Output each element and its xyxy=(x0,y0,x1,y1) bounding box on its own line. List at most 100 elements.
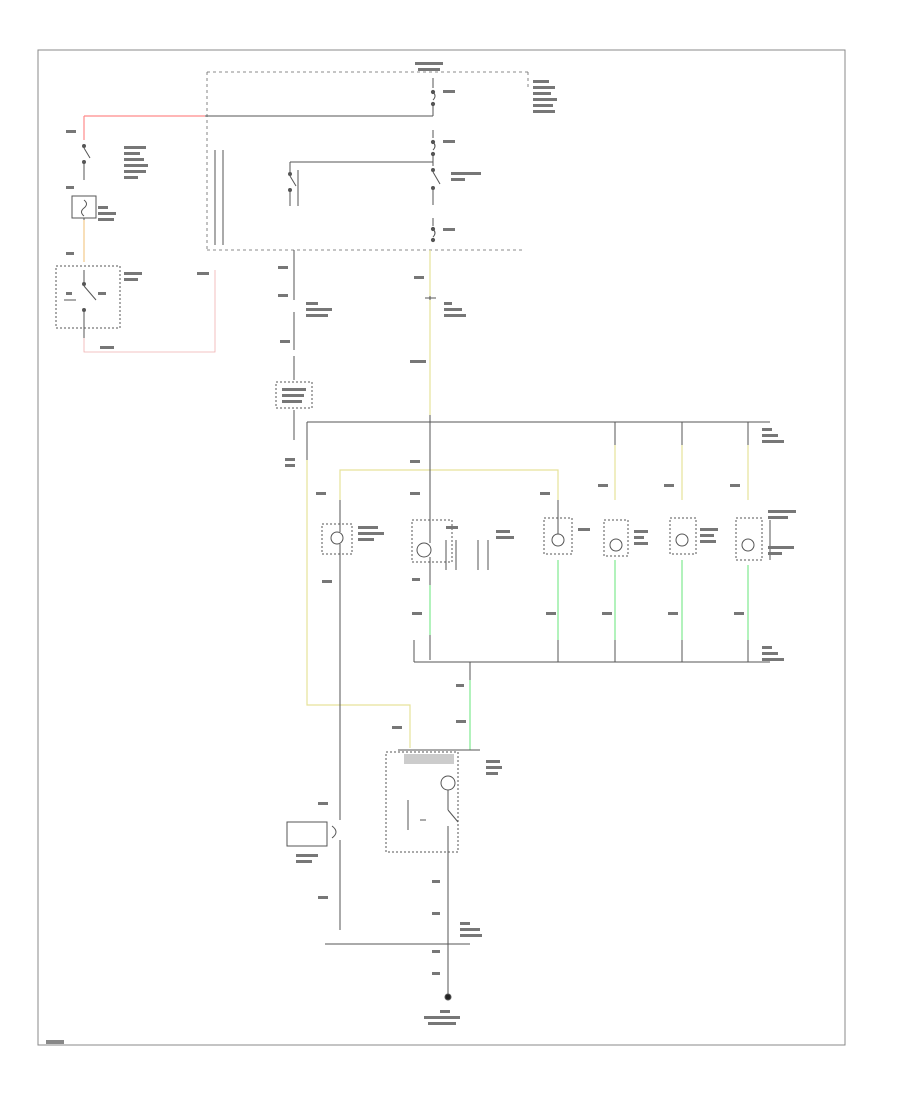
lamp-labels-rect xyxy=(412,578,420,581)
lamp-indicators-circle xyxy=(675,533,689,547)
lamp-labels-rect xyxy=(634,536,644,539)
fuse-box-labels-rect xyxy=(533,110,555,113)
lamp-labels-rect xyxy=(664,484,674,487)
lamp-labels-rect xyxy=(768,510,796,513)
dimmer-switch-rect xyxy=(404,754,454,764)
wire-yellow-left xyxy=(339,469,430,500)
illumination-relay-line xyxy=(289,175,297,187)
page-code-mark xyxy=(46,1040,64,1044)
lamp-indicators-rect xyxy=(411,519,453,563)
fuse-box-labels-rect xyxy=(533,80,549,83)
dimmer-labels-rect xyxy=(460,934,482,937)
left-feed-labels-rect xyxy=(285,464,295,467)
left-switch-circuit-circle xyxy=(82,282,86,286)
ground-labels xyxy=(456,684,466,723)
left-switch-circuit-path xyxy=(81,199,87,217)
right-feed-labels-rect xyxy=(444,308,462,311)
fuse-3-rect xyxy=(443,228,455,231)
left-labels-rect xyxy=(197,272,209,275)
dimmer-labels xyxy=(392,726,502,975)
left-labels-rect xyxy=(124,278,138,281)
left-bottom-labels-rect xyxy=(318,896,328,899)
right-feed-labels-rect xyxy=(414,276,424,279)
lamp-labels-rect xyxy=(546,612,556,615)
ground-symbol-circle xyxy=(444,993,452,1001)
lamp-indicators-rect xyxy=(669,517,697,555)
right-feed xyxy=(425,296,436,300)
fuse-box-labels-rect xyxy=(533,98,557,101)
ground-bus xyxy=(413,640,770,680)
lamp-labels-rect xyxy=(496,536,514,539)
fuse-2 xyxy=(430,130,455,166)
dimmer-labels-rect xyxy=(486,766,502,769)
fuse-box-labels-rect xyxy=(533,86,555,89)
left-feed-labels-rect xyxy=(306,302,318,305)
left-bottom-labels-rect xyxy=(296,860,312,863)
fuse-box-labels-rect xyxy=(533,92,551,95)
ground-symbol xyxy=(444,980,452,1001)
dimmer-labels-rect xyxy=(432,950,440,953)
left-labels-rect xyxy=(66,130,76,133)
ground-point-labels-rect xyxy=(424,1016,460,1019)
left-labels-rect xyxy=(98,218,114,221)
cluster-bus xyxy=(307,415,770,445)
left-bottom-labels-rect xyxy=(296,854,318,857)
ground-point-labels-rect xyxy=(428,1022,456,1025)
fuse-box-labels-rect xyxy=(533,104,553,107)
left-switch-circuit-line xyxy=(83,147,91,159)
dimmer-switch-circle xyxy=(440,775,456,791)
right-feed-labels-rect xyxy=(444,302,452,305)
fuse-box-labels-rect xyxy=(418,68,440,71)
illumination-relay-circle xyxy=(431,186,435,190)
lamp-labels xyxy=(316,460,796,615)
fuse-1-rect xyxy=(443,90,455,93)
lamp-labels-rect xyxy=(730,484,740,487)
fuse-1 xyxy=(430,78,455,116)
illumination-relay-circle xyxy=(431,168,435,172)
ground-labels-rect xyxy=(456,684,464,687)
cluster-labels-rect xyxy=(762,652,778,655)
left-switch-circuit-rect xyxy=(71,195,97,219)
ground-labels-rect xyxy=(456,720,466,723)
illumination-relay-rect xyxy=(451,172,481,175)
lamp-labels-rect xyxy=(602,612,612,615)
left-switch-circuit-circle xyxy=(82,308,86,312)
fuse-1-path xyxy=(432,91,436,101)
dimmer-labels-rect xyxy=(460,922,470,925)
dimmer-switch-line xyxy=(447,809,459,823)
lamp-labels-rect xyxy=(634,530,648,533)
lamp-labels-rect xyxy=(700,534,714,537)
lamp-labels-rect xyxy=(700,528,718,531)
cluster-labels-rect xyxy=(762,434,778,437)
left-feed-labels xyxy=(278,266,332,467)
left-labels-rect xyxy=(100,346,114,349)
left-labels-rect xyxy=(98,206,108,209)
left-labels-rect xyxy=(98,292,106,295)
left-labels-rect xyxy=(124,164,148,167)
left-labels-rect xyxy=(124,176,138,179)
lamp-indicators-circle xyxy=(741,538,755,552)
left-feed-labels-rect xyxy=(282,394,304,397)
left-feed-labels-rect xyxy=(278,294,288,297)
lamp-indicators-circle xyxy=(330,531,344,545)
wire-yellow-ground-loop xyxy=(306,460,411,748)
dimmer-labels-rect xyxy=(486,772,498,775)
left-switch-circuit xyxy=(55,144,121,338)
wire-yellow-cross xyxy=(430,469,559,500)
lamp-indicators xyxy=(321,500,771,705)
right-feed-labels-rect xyxy=(444,314,466,317)
lamp-labels-rect xyxy=(322,580,332,583)
left-labels-rect xyxy=(98,212,116,215)
left-bottom-labels-rect xyxy=(318,802,328,805)
dimmer-switch-rect xyxy=(385,751,459,853)
lamp-indicators-circle xyxy=(609,538,623,552)
lamp-labels-rect xyxy=(410,460,420,463)
left-switch-circuit-line xyxy=(83,285,97,301)
dimmer-labels-rect xyxy=(432,912,440,915)
lamp-labels-rect xyxy=(358,538,374,541)
lamp-indicators-rect xyxy=(735,517,763,561)
wire-pink-return xyxy=(83,270,216,353)
left-feed-labels-rect xyxy=(306,308,332,311)
dimmer-labels-rect xyxy=(460,928,480,931)
